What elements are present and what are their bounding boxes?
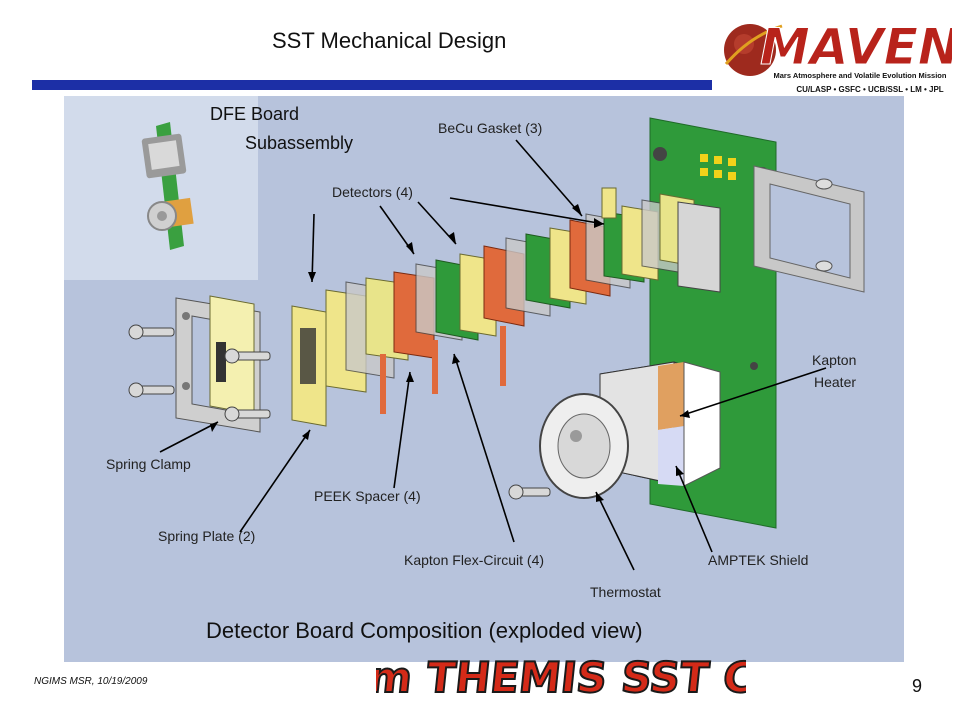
spring-plate-b	[291, 305, 327, 427]
board-pads	[700, 154, 736, 180]
label-kapton-heater-2: Heater	[814, 374, 857, 390]
themis-stamp: From THEMIS SST CDR	[376, 652, 746, 703]
arrowheads	[210, 204, 690, 502]
screws	[128, 324, 551, 500]
label-amptek-shield: AMPTEK Shield	[708, 552, 809, 568]
stamp-text: From THEMIS SST CDR	[376, 653, 746, 702]
label-thermostat: Thermostat	[590, 584, 661, 600]
inset-title-line1: DFE Board	[210, 104, 300, 124]
exploded-view-drawing	[128, 117, 865, 571]
logo-subtitle: Mars Atmosphere and Volatile Evolution M…	[774, 71, 947, 80]
label-kapton-heater-1: Kapton	[812, 352, 857, 368]
inset-title-line2: Subassembly	[245, 133, 354, 153]
leader-lines	[159, 139, 827, 571]
svg-text:MAVEN: MAVEN	[760, 18, 952, 76]
diagram-caption: Detector Board Composition (exploded vie…	[206, 618, 643, 643]
label-spring-clamp: Spring Clamp	[106, 456, 191, 472]
label-kapton-flex-circuit: Kapton Flex-Circuit (4)	[404, 552, 545, 568]
label-peek-spacer: PEEK Spacer (4)	[314, 488, 421, 504]
footer-note: NGIMS MSR, 10/19/2009	[34, 676, 148, 687]
title-rule	[32, 80, 712, 90]
label-becu-gasket: BeCu Gasket (3)	[438, 120, 543, 136]
thermostat-part	[539, 393, 629, 499]
label-spring-plate: Spring Plate (2)	[158, 528, 256, 544]
label-detectors: Detectors (4)	[332, 184, 413, 200]
slide-title: SST Mechanical Design	[272, 28, 507, 53]
logo-partners: CU/LASP • GSFC • UCB/SSL • LM • JPL	[796, 85, 943, 94]
layer-stack	[325, 187, 721, 414]
dfe-board-picture	[141, 122, 194, 250]
page-number: 9	[912, 676, 923, 696]
maven-logo: MAVEN Mars Atmosphere and Volatile Evolu…	[720, 6, 960, 103]
